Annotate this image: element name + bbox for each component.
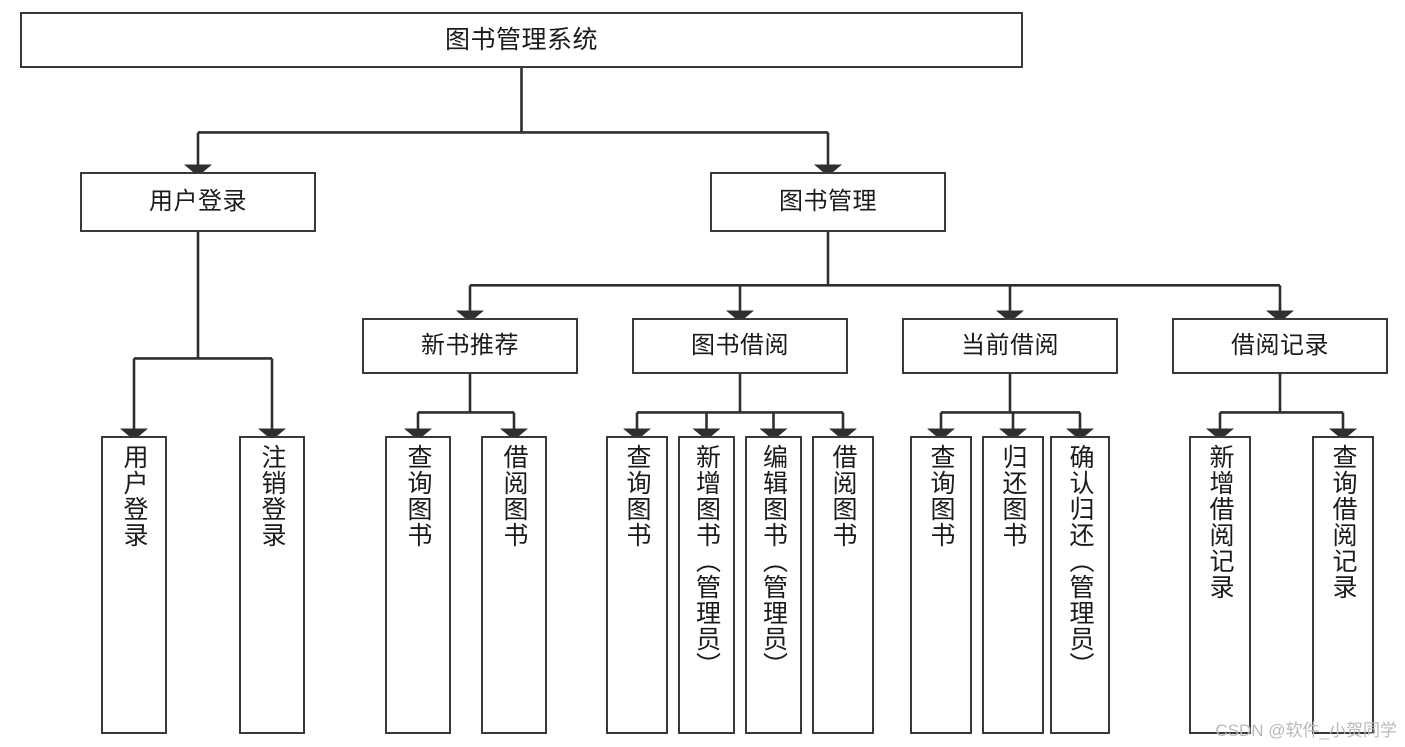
node-label: 借阅图书	[500, 444, 528, 548]
node-label: 新增图书（管理员）	[692, 444, 721, 678]
node-label: 用户登录	[149, 188, 247, 216]
node-label: 查询图书	[623, 444, 651, 548]
node-label: 图书借阅	[691, 332, 789, 360]
leaf-user-login[interactable]: 用户登录	[101, 436, 167, 734]
node-label: 查询借阅记录	[1329, 444, 1357, 600]
node-book-management[interactable]: 图书管理	[710, 172, 946, 232]
node-label: 查询图书	[927, 444, 955, 548]
leaf-add-borrow-record[interactable]: 新增借阅记录	[1189, 436, 1251, 734]
node-label: 用户登录	[120, 444, 148, 548]
node-label: 借阅图书	[829, 444, 857, 548]
node-label: 图书管理系统	[444, 25, 598, 54]
node-label: 图书管理	[779, 188, 877, 216]
leaf-borrow-book-1[interactable]: 借阅图书	[481, 436, 547, 734]
node-current-borrow[interactable]: 当前借阅	[902, 318, 1118, 374]
leaf-query-book-3[interactable]: 查询图书	[910, 436, 972, 734]
node-label: 注销登录	[258, 444, 286, 548]
node-label: 查询图书	[404, 444, 432, 548]
leaf-query-borrow-record[interactable]: 查询借阅记录	[1312, 436, 1374, 734]
leaf-user-logout[interactable]: 注销登录	[239, 436, 305, 734]
leaf-query-book-1[interactable]: 查询图书	[385, 436, 451, 734]
node-borrow-record[interactable]: 借阅记录	[1172, 318, 1388, 374]
node-label: 确认归还（管理员）	[1066, 444, 1094, 678]
leaf-edit-book-admin[interactable]: 编辑图书（管理员）	[745, 436, 802, 734]
node-label: 编辑图书（管理员）	[759, 444, 788, 678]
leaf-query-book-2[interactable]: 查询图书	[606, 436, 668, 734]
node-root[interactable]: 图书管理系统	[20, 12, 1023, 68]
leaf-borrow-book-2[interactable]: 借阅图书	[812, 436, 874, 734]
node-label: 归还图书	[999, 444, 1027, 548]
leaf-confirm-return-admin[interactable]: 确认归还（管理员）	[1050, 436, 1110, 734]
node-label: 当前借阅	[961, 332, 1059, 360]
csdn-watermark: CSDN @软件_小贺同学	[1215, 721, 1397, 740]
node-label: 新书推荐	[421, 332, 519, 360]
leaf-add-book-admin[interactable]: 新增图书（管理员）	[678, 436, 735, 734]
node-label: 新增借阅记录	[1206, 444, 1234, 600]
node-book-borrow[interactable]: 图书借阅	[632, 318, 848, 374]
leaf-return-book[interactable]: 归还图书	[982, 436, 1044, 734]
node-label: 借阅记录	[1231, 332, 1329, 360]
node-user-login[interactable]: 用户登录	[80, 172, 316, 232]
node-new-book-recommend[interactable]: 新书推荐	[362, 318, 578, 374]
